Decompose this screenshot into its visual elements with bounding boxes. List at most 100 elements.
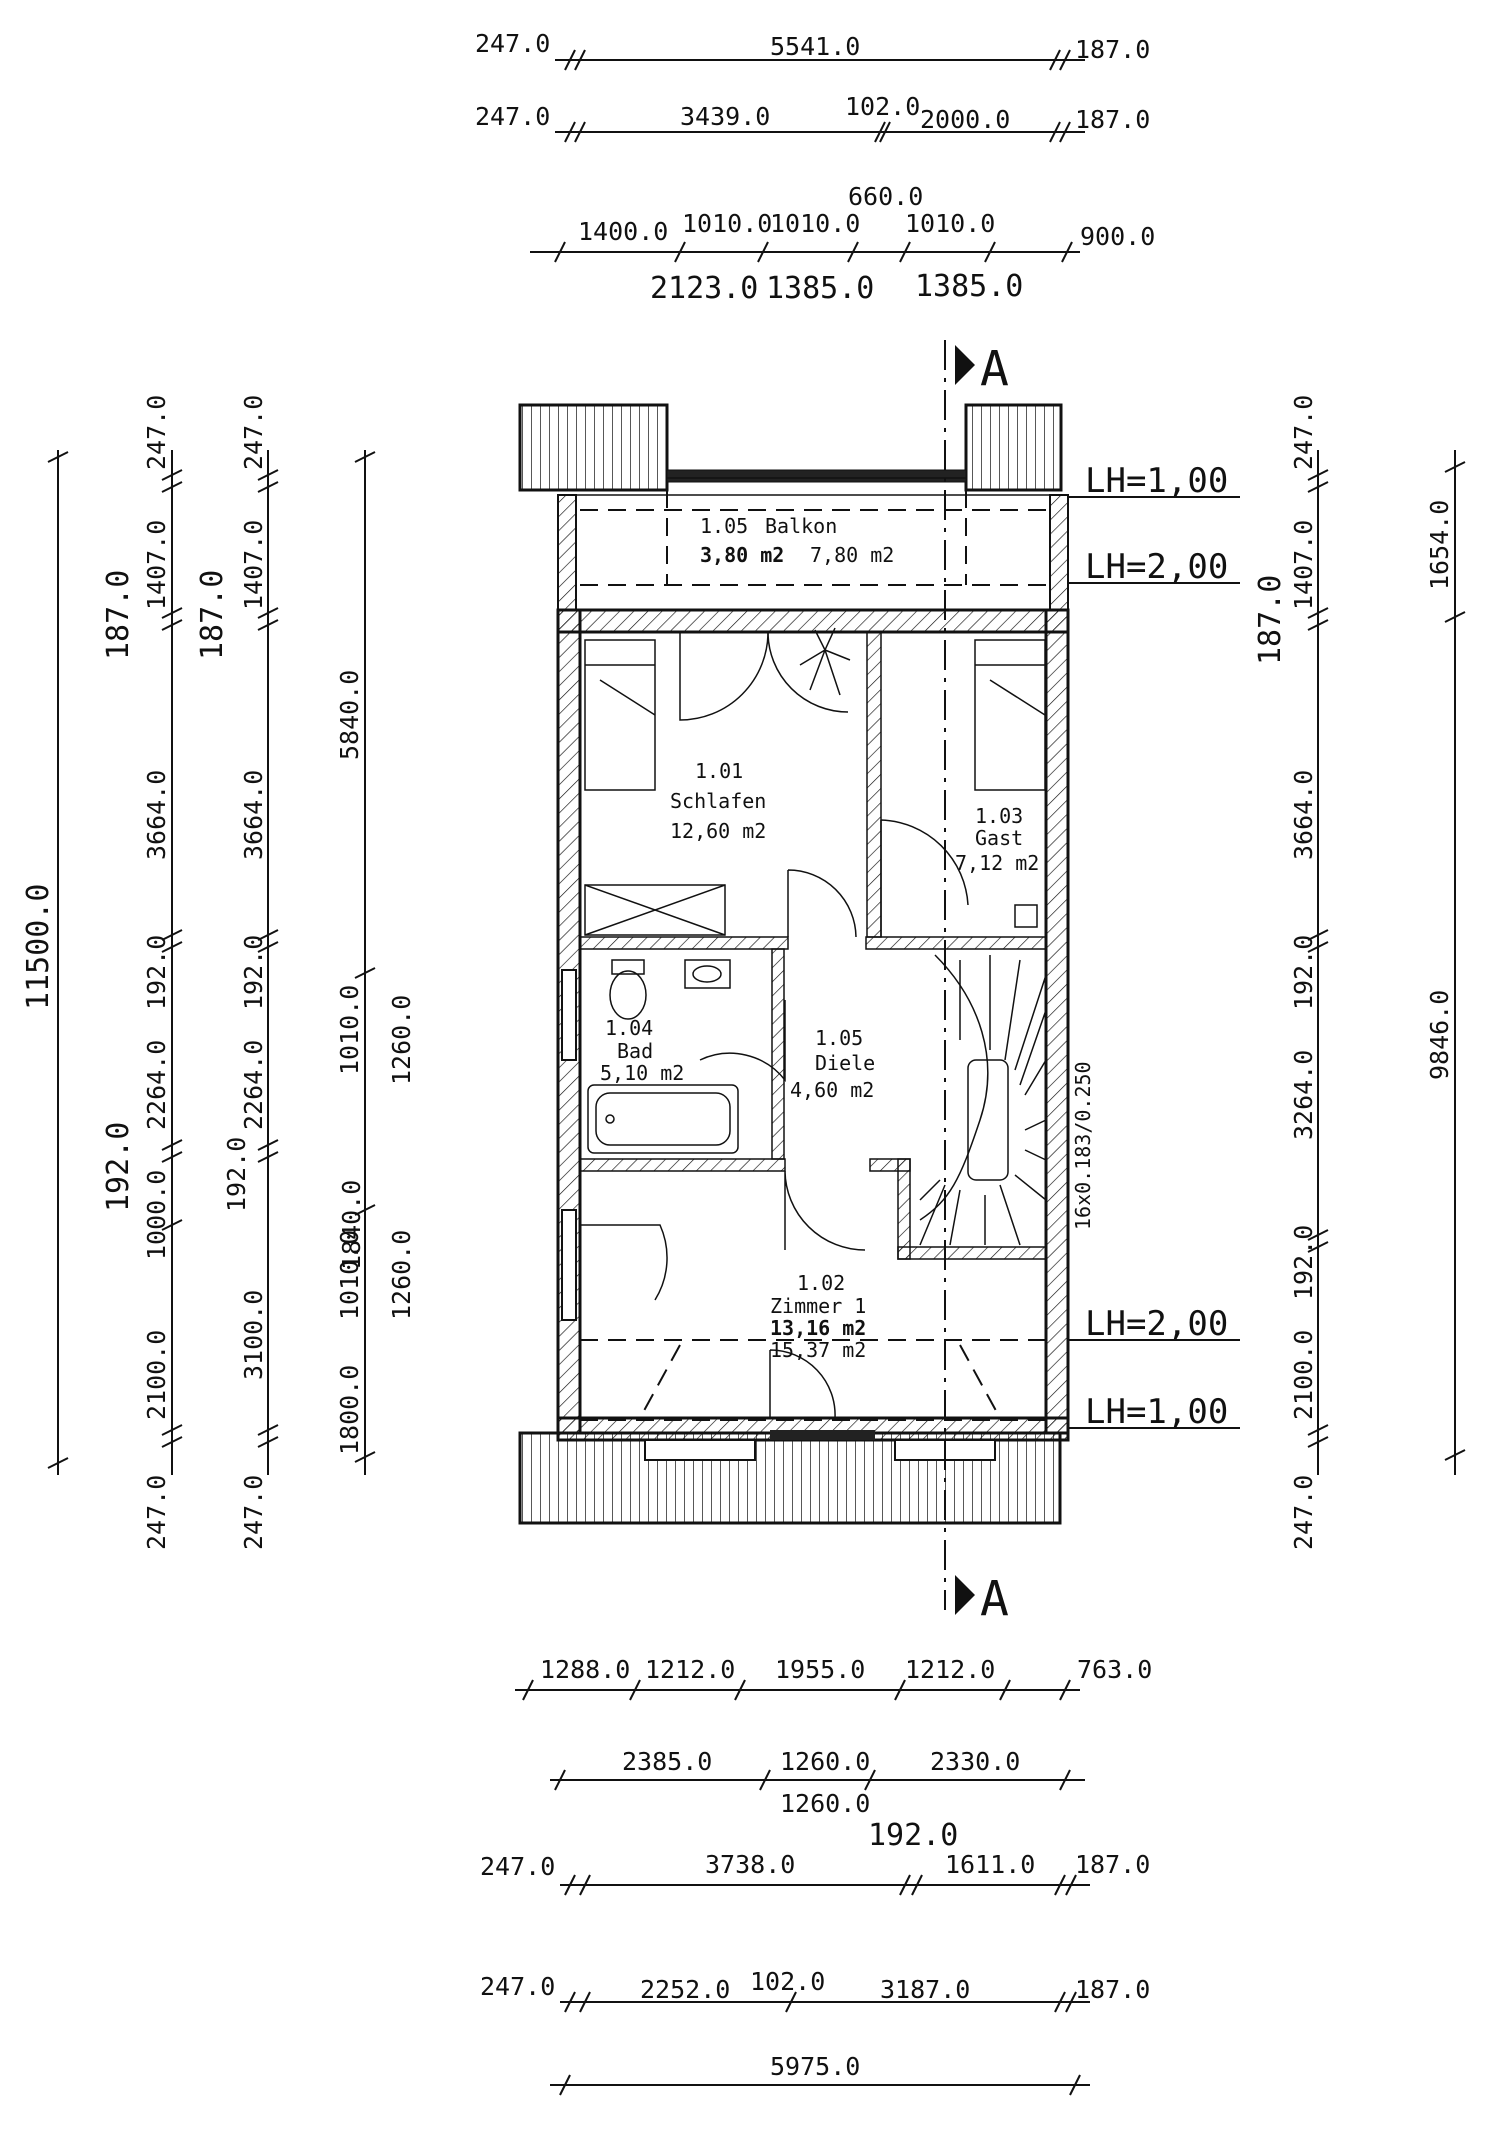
dim-bottom-r2b-0: 1260.0 <box>780 1789 870 1818</box>
dim-left-c3-0: 247.0 <box>142 395 171 470</box>
section-axis: A A <box>944 340 1009 1627</box>
room-diele: 1.05 Diele 4,60 m2 <box>790 1026 875 1102</box>
dim-bottom-r3-2: 1611.0 <box>945 1850 1035 1879</box>
dim-top-r3b-2: 1385.0 <box>915 269 1023 304</box>
room-zimmer-area-a: 13,16 m2 <box>770 1316 866 1340</box>
room-balkon: 1.05 Balkon 3,80 m2 7,80 m2 <box>700 514 894 567</box>
dim-bottom-r4-3: 3187.0 <box>880 1975 970 2004</box>
dim-bottom-r1-3: 1212.0 <box>905 1655 995 1684</box>
dim-right-c2-0: 247.0 <box>1289 395 1318 470</box>
dim-right-c3-1: 9846.0 <box>1425 990 1454 1080</box>
dim-right-c2-6: 2100.0 <box>1289 1330 1318 1420</box>
dim-right-c2-2: 3664.0 <box>1289 770 1318 860</box>
section-arrow-top-icon <box>955 345 975 385</box>
dim-top-r3-1: 1010.0 <box>682 209 772 238</box>
dim-bottom-r3-0: 247.0 <box>480 1852 555 1881</box>
dim-left-c3-6: 2100.0 <box>142 1330 171 1420</box>
dim-left-c5-6: 3100.0 <box>239 1290 268 1380</box>
room-schlafen-area: 12,60 m2 <box>670 819 766 843</box>
room-balkon-name: Balkon <box>765 514 837 538</box>
room-zimmer-1: 1.02 Zimmer 1 13,16 m2 15,37 m2 <box>770 1271 866 1362</box>
dim-bottom-r4-2: 102.0 <box>750 1967 825 1996</box>
dim-top-r3a-0: 660.0 <box>848 182 923 211</box>
dim-bottom-r4-1: 2252.0 <box>640 1975 730 2004</box>
dim-left-c5-4: 2264.0 <box>239 1040 268 1130</box>
dim-top-r3-4: 900.0 <box>1080 222 1155 251</box>
dim-top-r2-2: 102.0 <box>845 92 920 121</box>
right-dimension-chains: 187.0 247.0 1407.0 3664.0 192.0 3264.0 1… <box>1253 395 1466 1550</box>
room-gast: 1.03 Gast 7,12 m2 <box>955 804 1039 875</box>
dim-top-r2-3: 2000.0 <box>920 105 1010 134</box>
room-zimmer-number: 1.02 <box>797 1271 845 1295</box>
dim-top-r2-0: 247.0 <box>475 102 550 131</box>
dim-left-c5-3: 192.0 <box>239 935 268 1010</box>
room-gast-name: Gast <box>975 826 1023 850</box>
lh-top-2: LH=2,00 <box>1085 547 1228 587</box>
dim-left-c3-2: 3664.0 <box>142 770 171 860</box>
dim-left-c3-1: 1407.0 <box>142 520 171 610</box>
dim-left-c3-4: 2264.0 <box>142 1040 171 1130</box>
room-balkon-area-a: 3,80 m2 <box>700 543 784 567</box>
dim-left-c5-2: 3664.0 <box>239 770 268 860</box>
dim-bottom-r2-0: 2385.0 <box>622 1747 712 1776</box>
dim-top-r2-4: 187.0 <box>1075 105 1150 134</box>
lh-bottom-2: LH=1,00 <box>1085 1392 1228 1432</box>
headroom-lines <box>580 490 1240 1429</box>
staircase: 16x0.183/0.250 <box>919 954 1095 1246</box>
dim-top-r3-2: 1010.0 <box>770 209 860 238</box>
dim-left-c7-0: 1260.0 <box>387 995 416 1085</box>
room-diele-number: 1.05 <box>815 1026 863 1050</box>
room-labels: 1.05 Balkon 3,80 m2 7,80 m2 1.01 Schlafe… <box>600 514 1039 1362</box>
dim-left-c5-1: 1407.0 <box>239 520 268 610</box>
dim-bottom-r3a-0: 192.0 <box>868 1818 958 1853</box>
dim-bottom-r2-2: 2330.0 <box>930 1747 1020 1776</box>
room-bad-name: Bad <box>617 1039 653 1063</box>
dim-bottom-r2-1: 1260.0 <box>780 1747 870 1776</box>
dim-left-c5-0: 247.0 <box>239 395 268 470</box>
dim-left-c5-7: 247.0 <box>239 1475 268 1550</box>
dim-left-c7-1: 1260.0 <box>387 1230 416 1320</box>
room-gast-number: 1.03 <box>975 804 1023 828</box>
dim-bottom-r3-1: 3738.0 <box>705 1850 795 1879</box>
room-schlafen-number: 1.01 <box>695 759 743 783</box>
section-label-bottom: A <box>980 1571 1009 1627</box>
bottom-dimension-chains: 1288.0 1212.0 1955.0 1212.0 763.0 2385.0… <box>480 1655 1152 2096</box>
stair-label: 16x0.183/0.250 <box>1071 1061 1095 1230</box>
dim-left-c6-1: 1010.0 <box>335 985 364 1075</box>
dim-top-r1-1: 5541.0 <box>770 32 860 61</box>
room-schlafen: 1.01 Schlafen 12,60 m2 <box>670 759 766 843</box>
lh-top-1: LH=1,00 <box>1085 461 1228 501</box>
dim-left-c4-1: 192.0 <box>222 1137 251 1212</box>
dim-left-c5-5: 1840.0 <box>337 1180 366 1270</box>
dim-left-c2-0: 187.0 <box>101 570 136 660</box>
room-balkon-number: 1.05 <box>700 514 748 538</box>
dim-right-c2-5: 192.0 <box>1289 1225 1318 1300</box>
dim-bottom-r1-2: 1955.0 <box>775 1655 865 1684</box>
room-zimmer-name: Zimmer 1 <box>770 1294 866 1318</box>
headroom-labels: LH=1,00 LH=2,00 LH=2,00 LH=1,00 <box>1085 461 1228 1432</box>
room-schlafen-name: Schlafen <box>670 789 766 813</box>
room-bad-area: 5,10 m2 <box>600 1061 684 1085</box>
dim-left-c1-0: 11500.0 <box>21 884 56 1010</box>
section-arrow-bottom-icon <box>955 1575 975 1615</box>
room-bad-number: 1.04 <box>605 1016 653 1040</box>
room-bad: 1.04 Bad 5,10 m2 <box>600 1016 684 1085</box>
dim-left-c3-5: 1000.0 <box>142 1170 171 1260</box>
top-dimension-chains: 247.0 5541.0 187.0 247.0 3439.0 102.0 20… <box>475 29 1155 306</box>
dim-bottom-r4-0: 247.0 <box>480 1972 555 2001</box>
dim-left-c3-3: 192.0 <box>142 935 171 1010</box>
dim-top-r3-3: 1010.0 <box>905 209 995 238</box>
dim-bottom-r4-4: 187.0 <box>1075 1975 1150 2004</box>
dim-left-c6-3: 1800.0 <box>335 1365 364 1455</box>
furniture <box>584 627 1046 1154</box>
dim-left-c3-7: 247.0 <box>142 1475 171 1550</box>
dim-top-r1-2: 187.0 <box>1075 35 1150 64</box>
dim-right-c3-0: 1654.0 <box>1425 500 1454 590</box>
dim-right-c2-4: 3264.0 <box>1289 1050 1318 1140</box>
dim-top-r3b-1: 1385.0 <box>766 271 874 306</box>
room-gast-area: 7,12 m2 <box>955 851 1039 875</box>
dim-top-r3-0: 1400.0 <box>578 217 668 246</box>
room-zimmer-area-b: 15,37 m2 <box>770 1338 866 1362</box>
room-diele-area: 4,60 m2 <box>790 1078 874 1102</box>
